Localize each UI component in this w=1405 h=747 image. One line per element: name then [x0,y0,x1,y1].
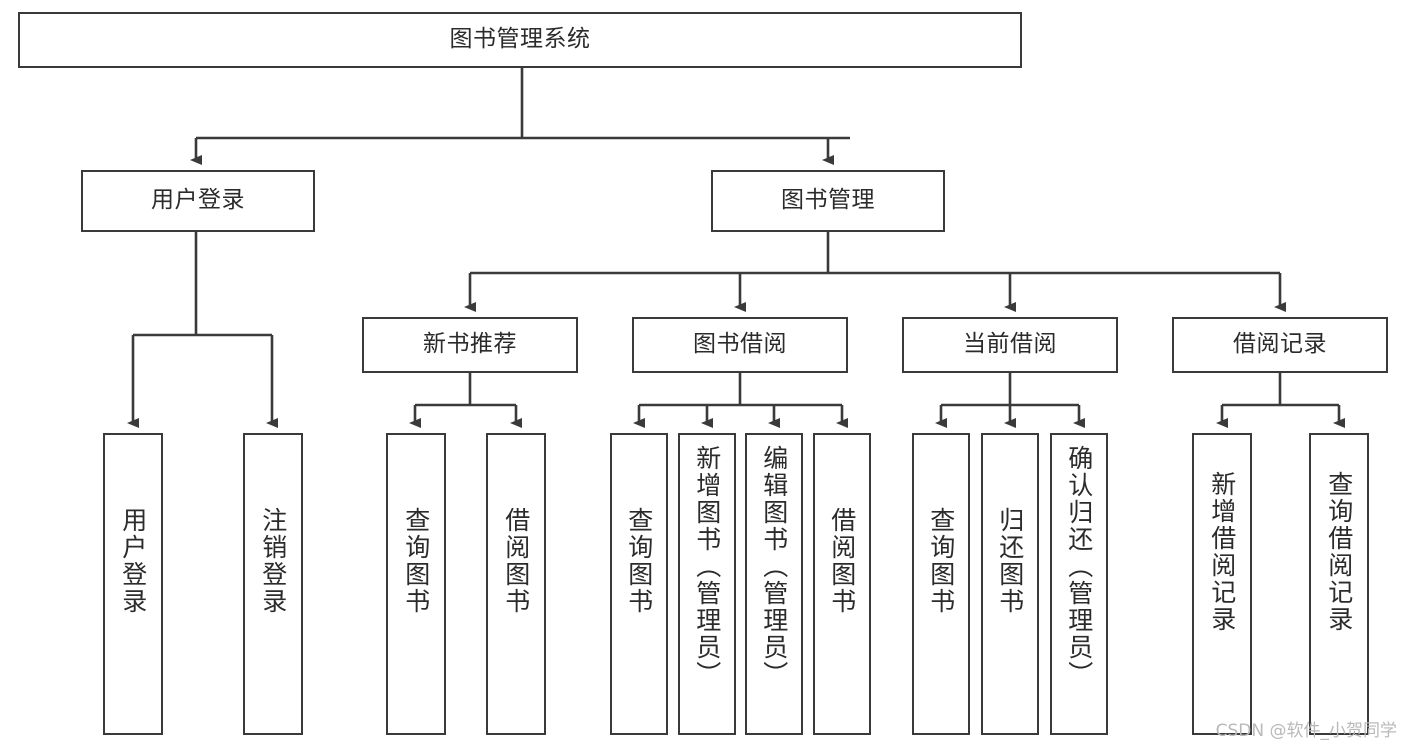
leaf-current-borrow-query[interactable]: 查询图书 [912,433,970,735]
node-label: 借阅图书 [501,507,531,615]
node-label: 新增借阅记录 [1207,471,1237,633]
node-label: 编辑图书（管理员） [759,445,789,688]
node-user-login[interactable]: 用户登录 [81,170,315,232]
leaf-new-book-query[interactable]: 查询图书 [386,433,446,735]
node-label: 借阅图书 [827,507,857,615]
node-root-system[interactable]: 图书管理系统 [18,12,1022,68]
leaf-borrow-record-query[interactable]: 查询借阅记录 [1309,433,1369,735]
leaf-book-borrow-add[interactable]: 新增图书（管理员） [678,433,736,735]
node-label: 用户登录 [151,187,245,214]
leaf-book-borrow-borrow[interactable]: 借阅图书 [813,433,871,735]
node-label: 归还图书 [995,507,1025,615]
node-label: 查询图书 [401,507,431,615]
node-borrow-record[interactable]: 借阅记录 [1172,317,1388,373]
node-book-management[interactable]: 图书管理 [711,170,945,232]
node-label: 确认归还（管理员） [1064,445,1094,688]
node-label: 图书管理系统 [449,26,591,53]
node-label: 注销登录 [258,507,288,615]
node-label: 图书借阅 [693,331,787,358]
node-label: 当前借阅 [963,331,1057,358]
leaf-current-borrow-confirm-return[interactable]: 确认归还（管理员） [1050,433,1108,735]
node-label: 新书推荐 [423,331,517,358]
leaf-book-borrow-edit[interactable]: 编辑图书（管理员） [745,433,803,735]
node-current-borrow[interactable]: 当前借阅 [902,317,1118,373]
leaf-borrow-record-add[interactable]: 新增借阅记录 [1192,433,1252,735]
leaf-book-borrow-query[interactable]: 查询图书 [610,433,668,735]
node-label: 查询借阅记录 [1324,471,1354,633]
watermark-text: CSDN @软件_小贺同学 [1215,721,1397,741]
node-label: 新增图书（管理员） [692,445,722,688]
leaf-new-book-borrow[interactable]: 借阅图书 [486,433,546,735]
leaf-user-login-logout[interactable]: 注销登录 [243,433,303,735]
node-label: 用户登录 [118,507,148,615]
node-label: 图书管理 [781,187,875,214]
node-label: 查询图书 [624,507,654,615]
node-book-borrow[interactable]: 图书借阅 [632,317,848,373]
leaf-current-borrow-return[interactable]: 归还图书 [981,433,1039,735]
leaf-user-login-login[interactable]: 用户登录 [103,433,163,735]
node-label: 查询图书 [926,507,956,615]
node-label: 借阅记录 [1233,331,1327,358]
node-new-book-recommend[interactable]: 新书推荐 [362,317,578,373]
